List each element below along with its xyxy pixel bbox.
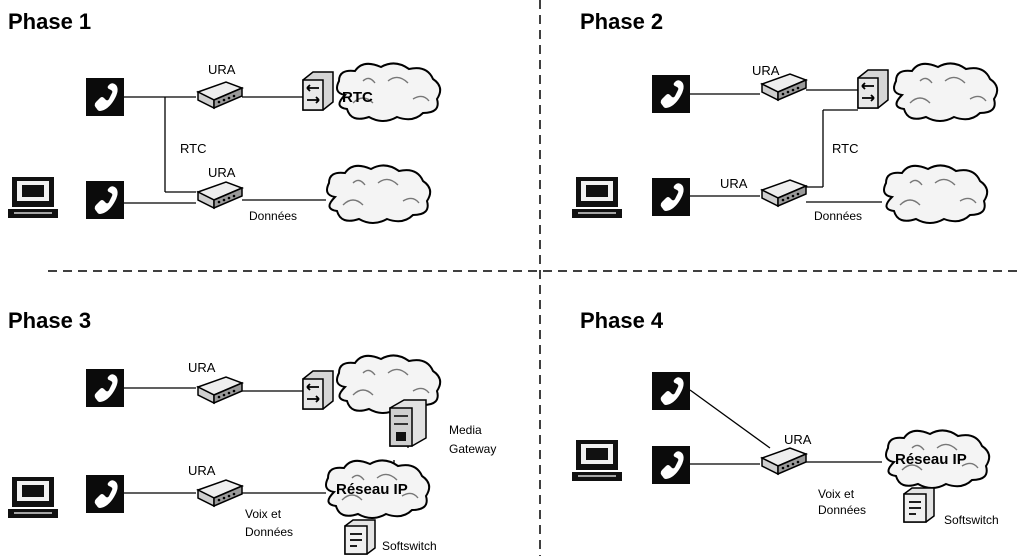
- softswitch-label: Softswitch: [944, 513, 999, 527]
- ip-network-label: Réseau IP: [895, 451, 967, 468]
- softswitch-label: Softswitch: [382, 539, 437, 553]
- ura-label: URA: [188, 360, 216, 375]
- ura-label: URA: [208, 165, 236, 180]
- data-link-label: Données: [249, 209, 297, 223]
- voice-data-label: Voix et: [245, 507, 282, 521]
- phase-title: Phase 2: [580, 9, 663, 34]
- voice-data-label: Données: [818, 503, 866, 517]
- telephone-icon: [652, 178, 690, 216]
- media-gateway-label: Gateway: [449, 442, 496, 456]
- ura-modem-icon: [761, 447, 807, 475]
- softswitch-icon: [903, 487, 935, 523]
- phase-2: Phase 2 URA RTC URA Données: [571, 9, 999, 224]
- network-cloud-icon: [893, 62, 999, 122]
- phase-title: Phase 3: [8, 308, 91, 333]
- phase-1: Phase 1 URA RTC RTC URA Données: [7, 9, 442, 224]
- ura-modem-icon: [197, 181, 243, 209]
- phase-title: Phase 4: [580, 308, 664, 333]
- pstn-switch-icon: [302, 370, 334, 410]
- voice-data-label: Données: [245, 525, 293, 539]
- voice-data-label: Voix et: [818, 487, 855, 501]
- ura-label: URA: [752, 63, 780, 78]
- media-gateway-label: Media: [449, 423, 482, 437]
- ura-label: URA: [188, 463, 216, 478]
- softswitch-icon: [344, 519, 376, 555]
- ura-modem-icon: [197, 376, 243, 404]
- telephone-icon: [86, 78, 124, 116]
- telephone-icon: [86, 181, 124, 219]
- ura-modem-icon: [761, 179, 807, 207]
- rtc-link-label: RTC: [180, 141, 206, 156]
- phase-3: Phase 3 URA Media Gateway URA Réseau IP …: [7, 308, 496, 555]
- network-cloud-icon: [883, 164, 989, 224]
- ura-modem-icon: [197, 479, 243, 507]
- computer-icon: [571, 439, 623, 482]
- ura-modem-icon: [197, 81, 243, 109]
- pstn-switch-icon: [857, 69, 889, 109]
- computer-icon: [7, 176, 59, 219]
- ura-label: URA: [720, 176, 748, 191]
- rtc-link-label: RTC: [832, 141, 858, 156]
- ura-label: URA: [208, 62, 236, 77]
- phase-4: Phase 4 URA Réseau IP Voix et Données So…: [571, 308, 999, 527]
- media-gateway-icon: [389, 399, 427, 447]
- telephone-icon: [86, 369, 124, 407]
- telephone-icon: [86, 475, 124, 513]
- network-cloud-icon: [326, 164, 432, 224]
- rtc-cloud-label: RTC: [342, 89, 373, 106]
- computer-icon: [7, 476, 59, 519]
- data-link-label: Données: [814, 209, 862, 223]
- pstn-switch-icon: [302, 71, 334, 111]
- ura-label: URA: [784, 432, 812, 447]
- ip-network-label: Réseau IP: [336, 481, 408, 498]
- telephone-icon: [652, 446, 690, 484]
- computer-icon: [571, 176, 623, 219]
- phase-title: Phase 1: [8, 9, 91, 34]
- telephone-icon: [652, 372, 690, 410]
- telephone-icon: [652, 75, 690, 113]
